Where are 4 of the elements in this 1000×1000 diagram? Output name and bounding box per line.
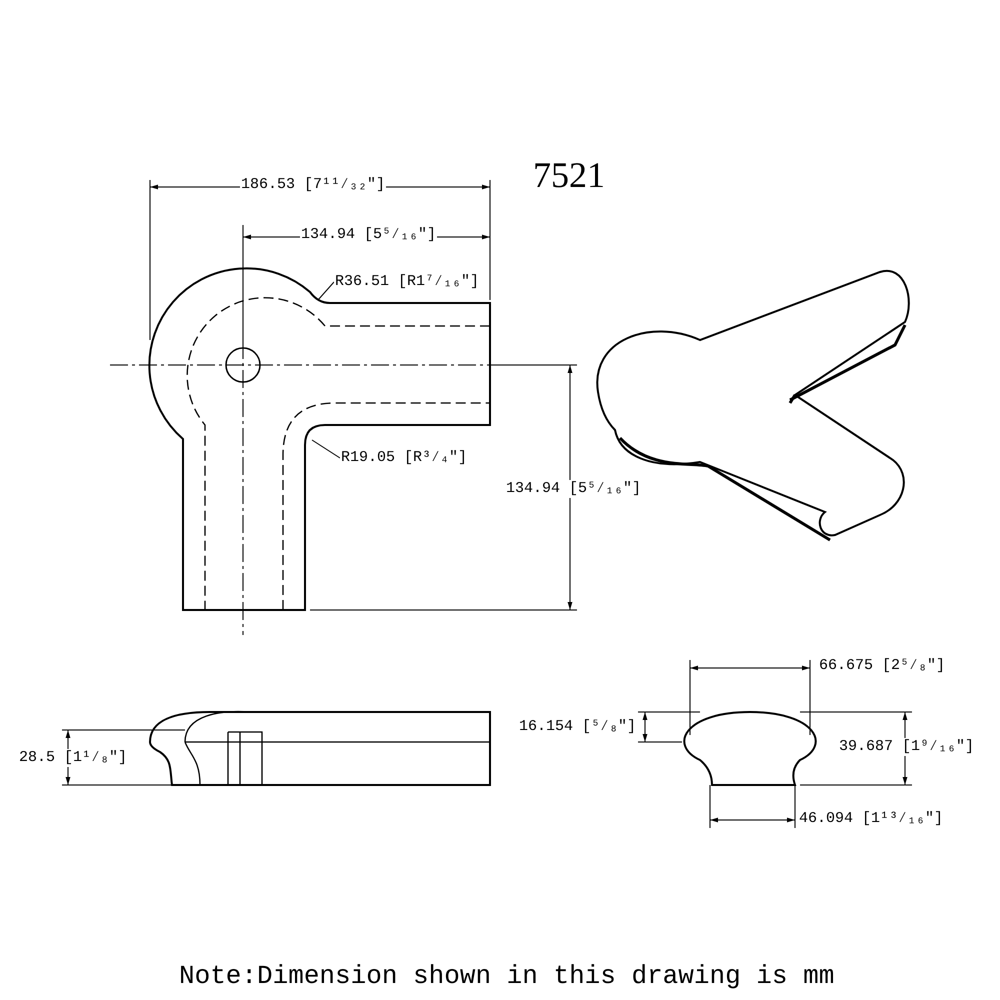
dimension-label: 186.53 [7¹¹⁄₃₂″]	[240, 176, 386, 194]
leader-line	[318, 282, 334, 300]
dimension-label: 134.94 [5⁵⁄₁₆″]	[300, 226, 438, 244]
leader-line	[312, 440, 340, 458]
